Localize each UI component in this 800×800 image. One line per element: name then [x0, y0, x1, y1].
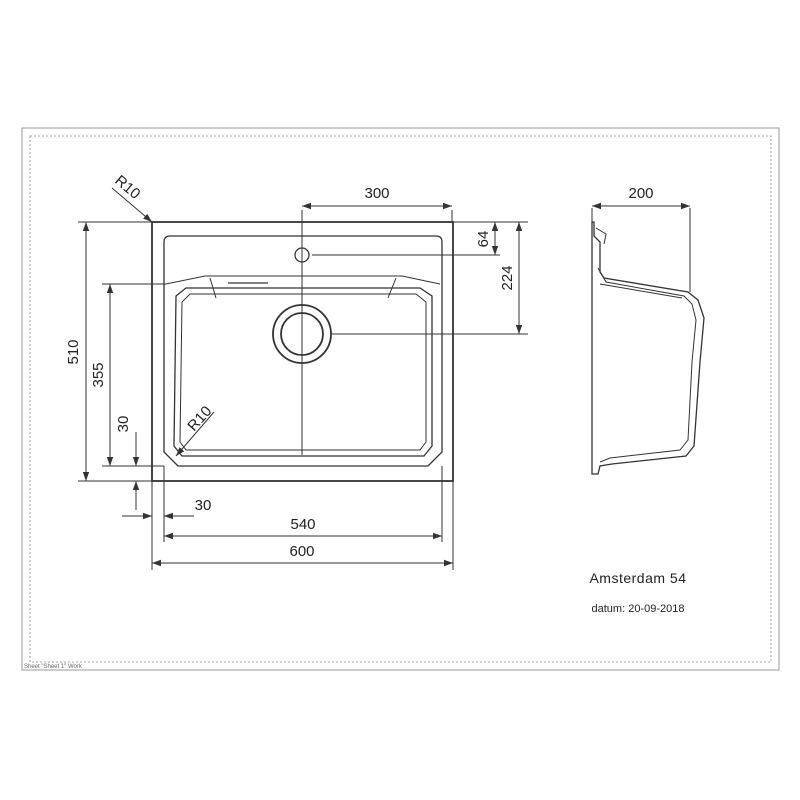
radius-label-inner: R10 — [184, 403, 215, 435]
dim-label-510: 510 — [65, 339, 82, 364]
dim-label-200: 200 — [628, 185, 653, 202]
dim-label-30-vertical: 30 — [115, 416, 132, 433]
radius-leader-inner — [175, 411, 215, 457]
drainer-lip — [165, 275, 441, 285]
dim-label-224: 224 — [499, 265, 516, 290]
dim-label-540: 540 — [290, 516, 315, 533]
inner-frame-dashed — [29, 135, 772, 663]
bowl-inner-outline — [179, 293, 427, 451]
dim-label-30-horizontal: 30 — [195, 497, 212, 514]
drawing-date: datum: 20-09-2018 — [592, 603, 685, 615]
side-section-rim — [595, 227, 683, 299]
dim-label-64: 64 — [475, 231, 492, 248]
outer-frame — [21, 127, 780, 671]
sheet-label: Sheet "Sheet 1" Work — [24, 664, 83, 670]
dim-label-300: 300 — [364, 185, 389, 202]
side-section-outer — [591, 221, 705, 475]
side-section-inner — [597, 267, 697, 463]
radius-leader-top — [111, 187, 153, 223]
dim-label-355: 355 — [90, 362, 107, 387]
radius-label-top: R10 — [111, 172, 143, 203]
sink-deck-outline — [163, 235, 443, 467]
dim-label-600: 600 — [289, 543, 314, 560]
drawing-title: Amsterdam 54 — [589, 570, 686, 586]
